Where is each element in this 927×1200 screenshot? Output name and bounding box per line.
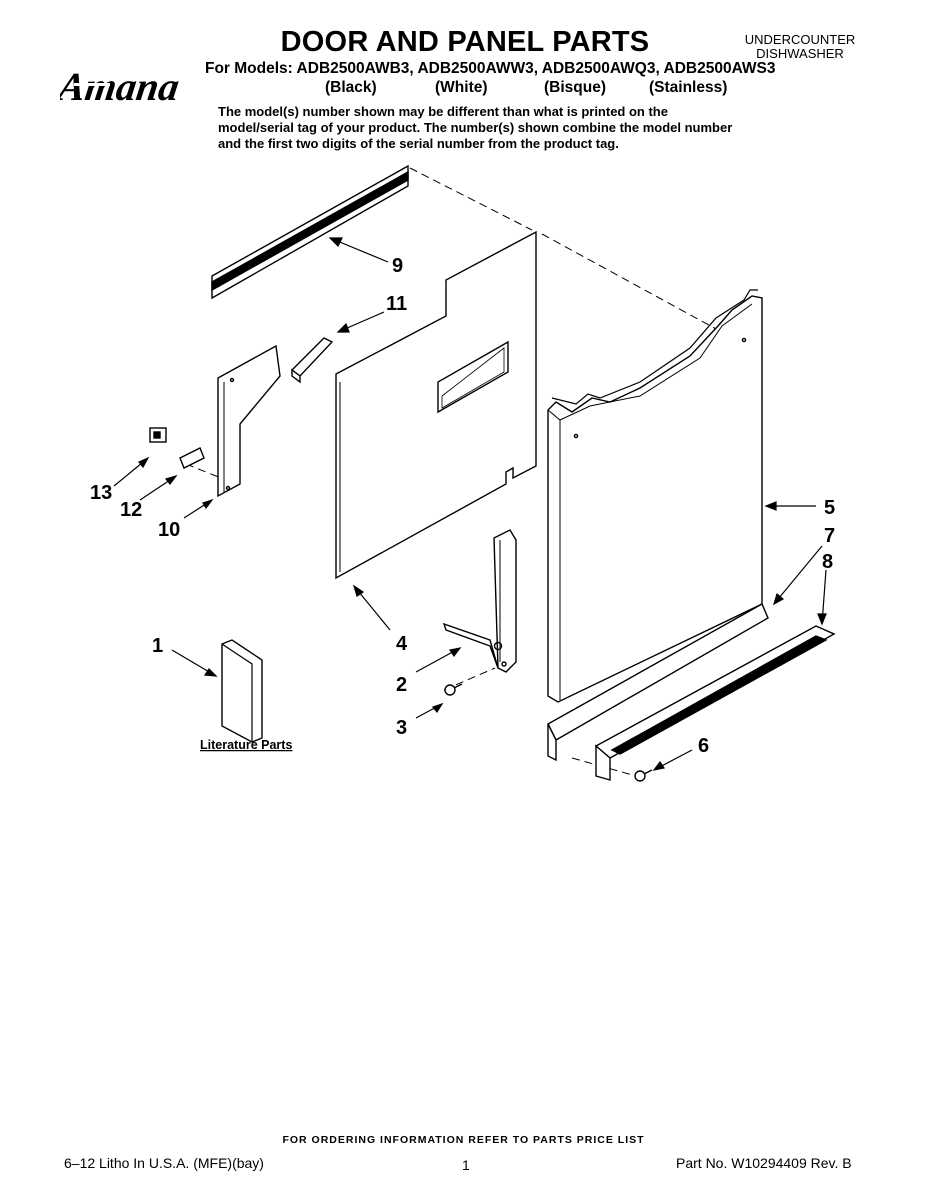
svg-text:Amana: Amana <box>60 64 182 108</box>
callout-12: 12 <box>120 499 142 521</box>
part-11-spacer <box>290 337 334 384</box>
part-8-toe-kick <box>594 625 836 781</box>
part-9-trim-strip <box>211 164 409 300</box>
litho-info: 6–12 Litho In U.S.A. (MFE)(bay) <box>64 1155 264 1171</box>
callout-8: 8 <box>822 551 833 573</box>
callout-6: 6 <box>698 735 709 757</box>
part-10-side-bracket <box>217 344 281 498</box>
part-5-outer-door <box>547 289 763 703</box>
part-12-pad <box>179 447 205 469</box>
leader-arrows <box>113 237 827 771</box>
product-category: UNDERCOUNTER DISHWASHER <box>730 33 870 61</box>
callout-9: 9 <box>392 255 403 277</box>
part-6-screw <box>634 769 653 782</box>
literature-parts-label: Literature Parts <box>200 738 292 752</box>
finish-stainless: (Stainless) <box>649 79 728 96</box>
ordering-note: FOR ORDERING INFORMATION REFER TO PARTS … <box>282 1134 645 1146</box>
callout-7: 7 <box>824 525 835 547</box>
callout-11: 11 <box>386 293 407 315</box>
callout-2: 2 <box>396 674 407 696</box>
part-1-literature-booklet <box>221 639 263 743</box>
category-line-2: DISHWASHER <box>756 46 844 61</box>
callout-13: 13 <box>90 482 112 504</box>
part-number: Part No. W10294409 Rev. B <box>676 1155 852 1171</box>
amana-logo: Amana <box>60 64 182 108</box>
part-3-hinge-screw <box>444 683 463 696</box>
model-list: For Models: ADB2500AWB3, ADB2500AWW3, AD… <box>205 60 776 77</box>
part-7-lower-trim <box>547 603 769 762</box>
page-title: DOOR AND PANEL PARTS <box>280 26 650 58</box>
callout-numbers: 9 11 13 12 10 4 5 7 8 1 2 3 6 Literature… <box>90 255 835 757</box>
finish-bisque: (Bisque) <box>544 79 606 96</box>
model-disclaimer: The model(s) number shown may be differe… <box>218 104 733 151</box>
callout-4: 4 <box>396 633 408 655</box>
part-4-door-panel <box>335 230 537 580</box>
finish-black: (Black) <box>325 79 377 96</box>
callout-5: 5 <box>824 497 835 519</box>
part-2-hinge-bracket <box>442 529 517 673</box>
callout-1: 1 <box>152 635 163 657</box>
callout-3: 3 <box>396 717 407 739</box>
part-13-latch <box>149 427 167 443</box>
page-number: 1 <box>462 1157 470 1173</box>
category-line-1: UNDERCOUNTER <box>744 32 856 47</box>
finish-white: (White) <box>435 79 488 96</box>
callout-10: 10 <box>158 519 180 541</box>
